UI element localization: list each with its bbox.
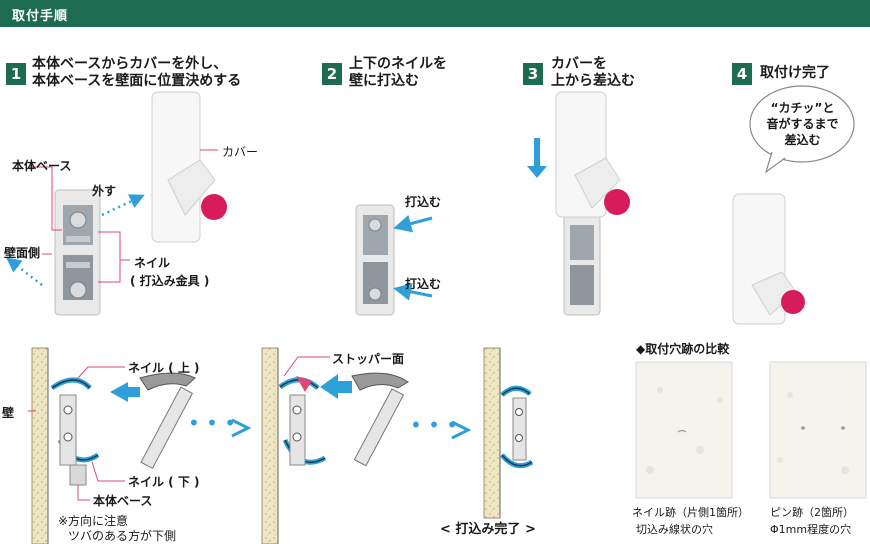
step-2-line2: 壁に打込む [349, 73, 419, 89]
hammer-arrow-a-head [110, 382, 128, 402]
hammer-arrow-b-tail [338, 381, 352, 393]
label-stopper: ストッパー面 [332, 352, 405, 366]
label-nail-top: ネイル ( 上 ) [128, 361, 200, 375]
bubble-line2: 音がするまで [766, 117, 839, 131]
leader-base [30, 166, 62, 231]
nail-caption-1: ネイル跡（片側1箇所） [632, 506, 749, 519]
insert-arrow-head [527, 166, 547, 178]
step-2-number: 2 [322, 63, 342, 85]
step-1-line2: 本体ベースを壁面に位置決めする [32, 73, 242, 89]
leader-nail-top [98, 231, 130, 261]
step-3-line1: カバーを [551, 56, 607, 72]
leader-nail-top-lower [77, 366, 125, 379]
hammer-arrow-a-tail [128, 387, 140, 397]
step-4-title: 取付け完了 [760, 65, 830, 81]
wall-side-arrow [6, 257, 43, 286]
note-flange: ツバのある方が下側 [68, 529, 177, 543]
speech-bubble-shape [749, 85, 855, 174]
section-header: 取付手順 [0, 0, 870, 27]
label-wall-side: 壁面側 [4, 246, 41, 260]
label-nail-sub: ( 打込み金具 ) [130, 274, 210, 288]
step1-base-unit [54, 189, 101, 316]
label-cover: カバー [222, 145, 259, 159]
step-3-number: 3 [523, 63, 543, 85]
step-2-line1: 上下のネイルを [349, 56, 447, 72]
step1-cover [151, 91, 227, 243]
continue-dots-b: • • • [410, 413, 458, 437]
continue-dots-a: • • • [188, 411, 236, 435]
step-3-line2: 上から差込む [551, 73, 635, 89]
step-1-number: 1 [6, 63, 26, 85]
step-1-line1: 本体ベースからカバーを外し、 [32, 56, 228, 72]
step-1-title: 本体ベースからカバーを外し、 本体ベースを壁面に位置決めする [32, 56, 241, 90]
leader-base-lower [77, 485, 90, 501]
label-base: 本体ベース [12, 159, 72, 173]
remove-arrow [101, 194, 145, 217]
step4-complete-unit [732, 193, 805, 325]
section-title: 取付手順 [12, 9, 69, 24]
bubble-line3: 差込む [784, 133, 821, 147]
label-complete: < 打込み完了 > [440, 522, 536, 537]
label-base-lower: 本体ベース [93, 494, 153, 508]
continue-arrow-a [231, 418, 252, 438]
label-drive-bottom: 打込む [405, 277, 442, 291]
hammer-arrow-b-head [320, 374, 338, 399]
bubble-line1: “カチッ”と [770, 101, 835, 115]
label-nail: ネイル [134, 256, 171, 270]
nail-caption-2: 切込み線状の穴 [636, 523, 713, 536]
label-nail-bottom: ネイル ( 下 ) [128, 475, 200, 489]
continue-arrow-b [451, 420, 472, 440]
cross-section-a [31, 347, 100, 544]
hammer-a [139, 372, 196, 470]
bubble-text: “カチッ”と 音がするまで 差込む [760, 100, 845, 148]
cross-section-c [483, 347, 534, 519]
step-2-title: 上下のネイルを 壁に打込む [349, 56, 447, 90]
note-direction: ※方向に注意 [58, 514, 129, 528]
step-3-title: カバーを 上から差込む [551, 56, 635, 90]
cross-section-b [261, 347, 327, 544]
label-remove: 外す [92, 184, 117, 198]
step2-base-unit [355, 204, 395, 316]
pin-caption-1: ピン跡（2箇所） [770, 506, 854, 519]
hammer-b [351, 372, 409, 467]
step-4-number: 4 [732, 63, 752, 85]
drive-arrow-bottom [393, 282, 433, 301]
pin-caption-2: Φ1mm程度の穴 [770, 523, 852, 536]
leader-stopper [283, 356, 330, 377]
nail-mark-photo [635, 361, 733, 499]
stopper-marker [296, 376, 312, 392]
comparison-title: ◆取付穴跡の比較 [636, 342, 730, 356]
step3-assembly [555, 91, 630, 316]
pin-mark-photo [769, 361, 867, 499]
leader-nail-bottom [98, 260, 121, 283]
label-drive-top: 打込む [405, 195, 442, 209]
drive-arrow-top [393, 214, 433, 233]
label-wall: 壁 [2, 406, 15, 420]
leader-nail-bottom-lower [91, 461, 125, 482]
